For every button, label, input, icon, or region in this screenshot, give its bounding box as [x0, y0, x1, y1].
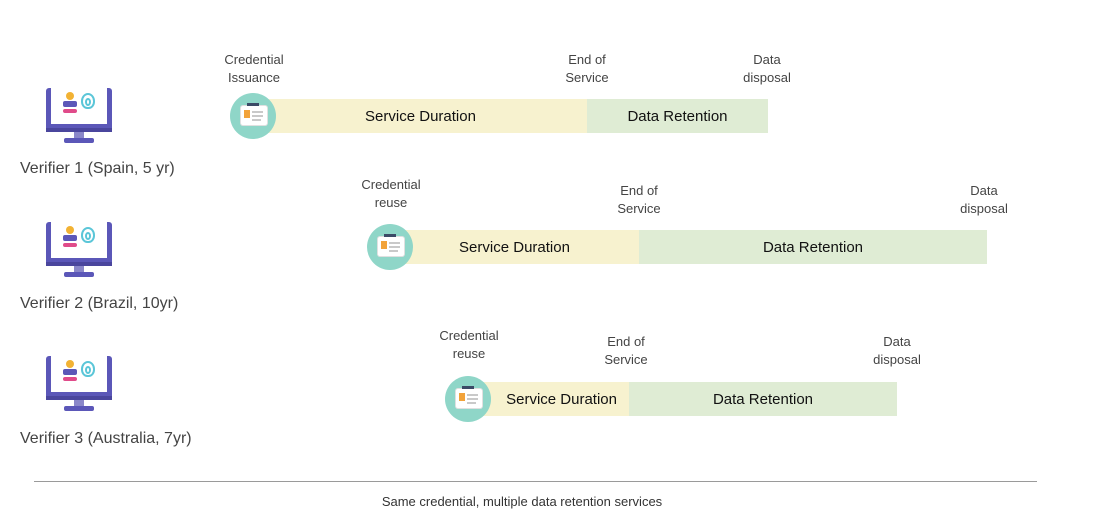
verifier-1-end-of-service-marker: End of Service [565, 52, 609, 85]
verifier-3-label: Verifier 3 (Australia, 7yr) [20, 430, 192, 447]
verifier-1-data-retention-label: Data Retention [627, 107, 728, 125]
verifier-2-start-marker: Credential reuse [361, 177, 421, 210]
verifier-3-credential-card-icon [445, 376, 491, 422]
caption: Same credential, multiple data retention… [381, 494, 663, 509]
verifier-2-service-duration-bar: Service Duration [390, 230, 639, 264]
verifier-1-disposal-marker: Data disposal [743, 52, 791, 85]
verifier-1-data-retention-bar: Data Retention [587, 99, 768, 133]
verifier-2-disposal-marker: Data disposal [960, 183, 1008, 216]
verifier-2-data-retention-bar: Data Retention [639, 230, 987, 264]
verifier-1-computer-icon [46, 84, 114, 146]
verifier-3-start-marker: Credential reuse [439, 328, 499, 361]
verifier-2-end-of-service-marker: End of Service [617, 183, 661, 216]
verifier-2-service-duration-label: Service Duration [459, 238, 570, 256]
verifier-3-data-retention-label: Data Retention [712, 390, 814, 408]
verifier-2-computer-icon [46, 218, 114, 280]
verifier-2-data-retention-label: Data Retention [762, 238, 864, 256]
verifier-3-service-duration-label: Service Duration [506, 390, 617, 408]
verifier-1-credential-card-icon [230, 93, 276, 139]
verifier-1-start-marker: Credential Issuance [224, 52, 284, 85]
verifier-1-label: Verifier 1 (Spain, 5 yr) [20, 160, 175, 177]
verifier-1-service-duration-label: Service Duration [365, 107, 476, 125]
verifier-2-label: Verifier 2 (Brazil, 10yr) [20, 295, 179, 312]
verifier-3-disposal-marker: Data disposal [873, 334, 921, 367]
verifier-3-service-duration-bar: Service Duration [468, 382, 629, 416]
verifier-1-service-duration-bar: Service Duration [254, 99, 587, 133]
divider-line [34, 481, 1037, 482]
verifier-3-computer-icon [46, 352, 114, 414]
verifier-3-data-retention-bar: Data Retention [629, 382, 897, 416]
verifier-2-credential-card-icon [367, 224, 413, 270]
verifier-3-end-of-service-marker: End of Service [604, 334, 648, 367]
